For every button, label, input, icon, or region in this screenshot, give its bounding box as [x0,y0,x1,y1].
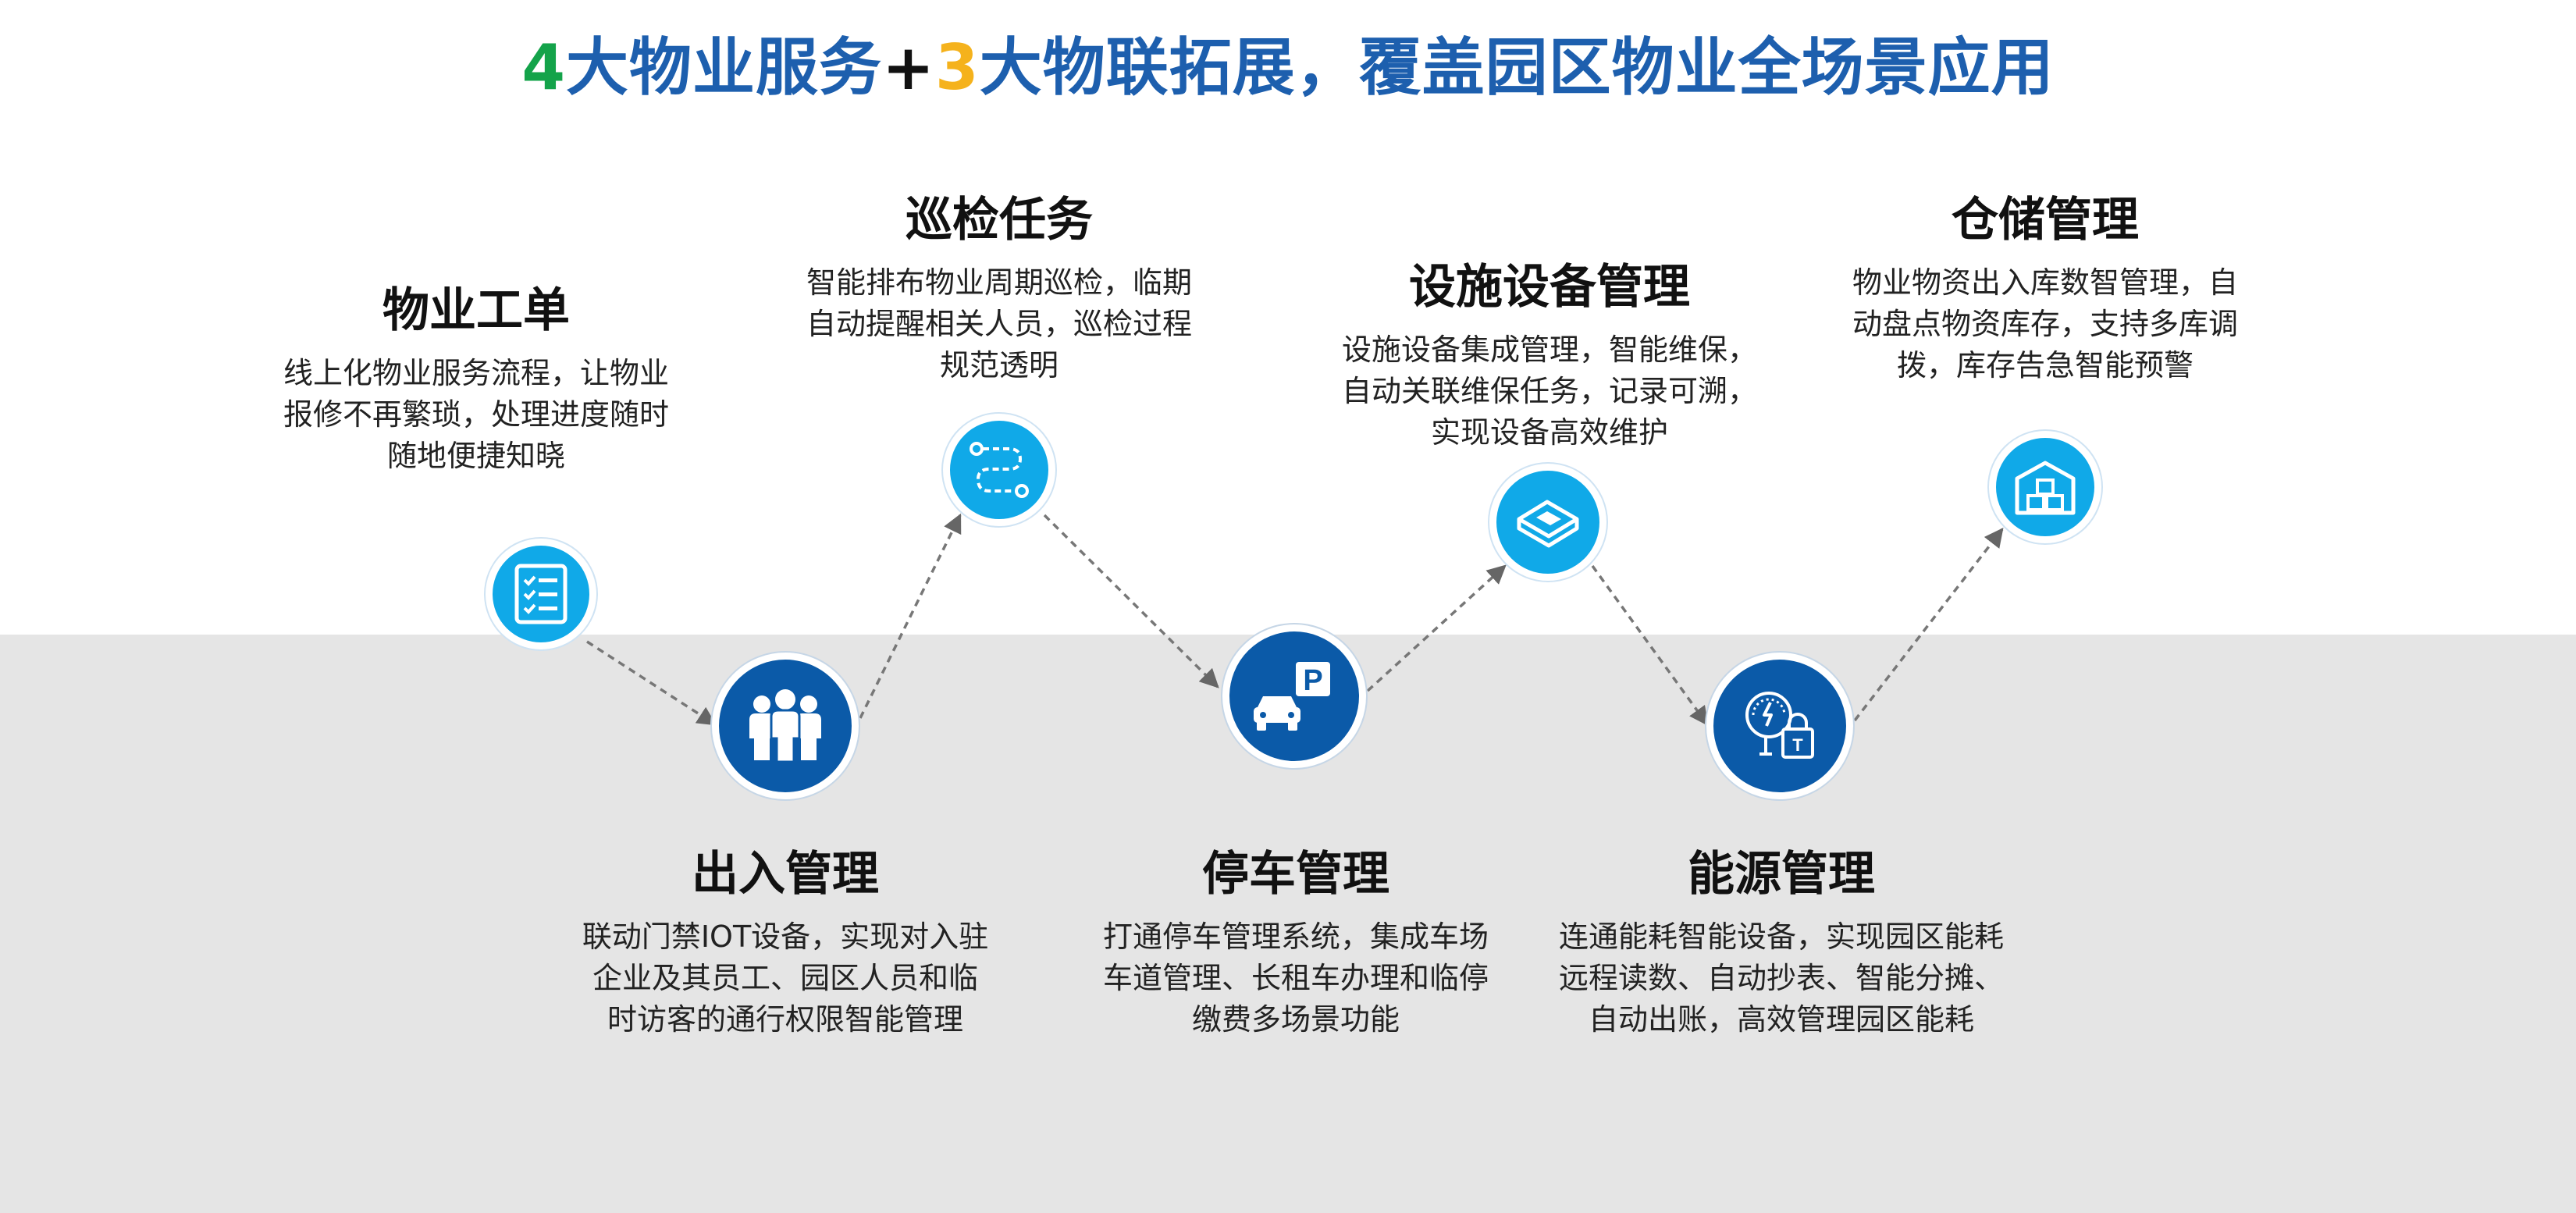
step-title: 巡检任务 [906,193,1093,247]
label-inspection-task: 巡检任务 智能排布物业周期巡检，临期 自动提醒相关人员，巡检过程 规范透明 [785,189,1214,386]
node-access-management [712,653,859,799]
description-line: 动盘点物资库存，支持多库调 [1852,307,2238,341]
arrow-4-to-5 [1366,564,1507,692]
route-path-icon [970,442,1029,498]
description-line: 时访客的通行权限智能管理 [607,1002,963,1037]
step-description: 物业物资出入库数智管理，自 动盘点物资库存，支持多库调 拨，库存告急智能预警 [1827,262,2264,386]
label-warehouse-management: 仓储管理 物业物资出入库数智管理，自 动盘点物资库存，支持多库调 拨，库存告急智… [1827,189,2264,386]
arrow-1-to-2 [586,640,717,726]
label-energy-management: 能源管理 连通能耗智能设备，实现园区能耗 远程读数、自动抄表、智能分摊、 自动出… [1524,843,2039,1040]
step-description: 打通停车管理系统，集成车场 车道管理、长租车办理和临停 缴费多场景功能 [1077,916,1514,1040]
node-warehouse-management [1989,431,2101,543]
description-line: 报修不再繁琐，处理进度随时 [283,397,669,432]
description-line: 拨，库存告急智能预警 [1896,348,2194,382]
description-line: 自动提醒相关人员，巡检过程 [806,307,1192,341]
page-title: 4大物业服务+3大物联拓展，覆盖园区物业全场景应用 [0,17,2576,108]
label-property-work-order: 物业工单 线上化物业服务流程，让物业 报修不再繁琐，处理进度随时 随地便捷知晓 [262,279,691,477]
title-number-four: 4 [521,31,566,104]
description-line: 实现设备高效维护 [1430,415,1668,450]
description-line: 连通能耗智能设备，实现园区能耗 [1558,920,2004,954]
step-title: 能源管理 [1688,847,1875,902]
step-title: 设施设备管理 [1409,260,1690,315]
description-line: 规范透明 [939,348,1059,382]
title-plus: + [881,31,936,104]
node-inspection-task [943,414,1055,526]
arrow-3-to-4 [1043,514,1219,688]
title-number-three: 3 [935,31,980,104]
description-line: 联动门禁IOT设备，实现对入驻 [582,920,989,954]
node-energy-management: T [1706,653,1853,799]
description-line: 智能排布物业周期巡检，临期 [806,265,1192,300]
label-parking-management: 停车管理 打通停车管理系统，集成车场 车道管理、长租车办理和临停 缴费多场景功能 [1077,843,1514,1040]
step-description: 联动门禁IOT设备，实现对入驻 企业及其员工、园区人员和临 时访客的通行权限智能… [546,916,1024,1040]
description-line: 线上化物业服务流程，让物业 [283,356,669,390]
svg-text:T: T [1792,735,1803,755]
step-description: 设施设备集成管理，智能维保， 自动关联维保任务，记录可溯， 实现设备高效维护 [1315,329,1784,454]
device-box-icon [1517,500,1579,548]
label-facility-equipment: 设施设备管理 设施设备集成管理，智能维保， 自动关联维保任务，记录可溯， 实现设… [1315,256,1784,454]
step-title: 出入管理 [692,847,879,902]
description-line: 自动出账，高效管理园区能耗 [1588,1002,1974,1037]
people-group-icon [749,689,821,763]
arrow-5-to-6 [1591,564,1709,726]
arrow-2-to-3 [859,513,962,719]
description-line: 车道管理、长租车办理和临停 [1102,961,1489,995]
node-facility-equipment [1489,464,1606,581]
description-line: 缴费多场景功能 [1191,1002,1400,1037]
description-line: 随地便捷知晓 [386,439,565,473]
step-title: 停车管理 [1202,847,1389,902]
description-line: 物业物资出入库数智管理，自 [1852,265,2238,300]
parking-car-icon: P [1254,662,1330,731]
step-title: 物业工单 [382,283,570,338]
node-parking-management: P [1222,624,1366,768]
warehouse-icon [2015,461,2076,515]
arrow-6-to-7 [1853,528,2004,722]
checklist-icon [514,564,568,624]
description-line: 自动关联维保任务，记录可溯， [1341,374,1757,408]
title-part-one: 大物业服务 [565,31,882,104]
description-line: 企业及其员工、园区人员和临 [592,961,978,995]
label-access-management: 出入管理 联动门禁IOT设备，实现对入驻 企业及其员工、园区人员和临 时访客的通… [546,843,1024,1040]
title-part-two: 大物联拓展，覆盖园区物业全场景应用 [979,31,2055,104]
step-title: 仓储管理 [1952,193,2139,247]
step-description: 线上化物业服务流程，让物业 报修不再繁琐，处理进度随时 随地便捷知晓 [262,353,691,477]
svg-text:P: P [1303,664,1322,697]
step-description: 智能排布物业周期巡检，临期 自动提醒相关人员，巡检过程 规范透明 [785,262,1214,386]
description-line: 设施设备集成管理，智能维保， [1341,333,1757,367]
step-description: 连通能耗智能设备，实现园区能耗 远程读数、自动抄表、智能分摊、 自动出账，高效管… [1524,916,2039,1040]
description-line: 远程读数、自动抄表、智能分摊、 [1558,961,2004,995]
description-line: 打通停车管理系统，集成车场 [1102,920,1489,954]
node-property-work-order [486,539,596,649]
energy-meter-icon: T [1745,692,1814,759]
